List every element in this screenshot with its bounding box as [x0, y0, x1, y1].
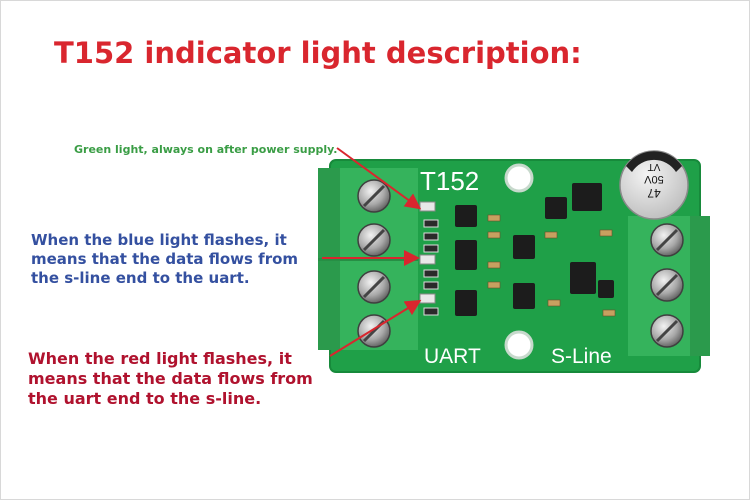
capacitor-voltage: 50V: [644, 173, 664, 185]
s-line-port-label: S-Line: [551, 345, 612, 368]
red-led-arrow: [329, 299, 422, 357]
pcb-board: [330, 160, 700, 372]
s-line-terminal-block: [628, 216, 710, 356]
page-title: T152 indicator light description:: [54, 36, 582, 70]
red-light-note: When the red light flashes, it means tha…: [28, 349, 313, 408]
green-led: [419, 201, 436, 212]
led-indicators: [419, 201, 436, 304]
small-components: [487, 214, 616, 317]
blue-led: [419, 254, 436, 265]
uart-port-label: UART: [424, 345, 481, 368]
capacitor-value: 47: [647, 186, 661, 200]
green-led-arrow: [336, 147, 422, 210]
mounting-hole-bottom: [504, 330, 534, 360]
electrolytic-capacitor: 47 50V VT: [619, 150, 689, 220]
capacitor-code: VT: [648, 161, 661, 172]
mounting-hole-top: [504, 163, 534, 193]
smd-chips: [455, 183, 614, 316]
red-led: [419, 293, 436, 304]
smd-resistors: [423, 219, 439, 316]
green-light-note: Green light, always on after power suppl…: [74, 143, 338, 156]
board-model-label: T152: [420, 166, 479, 196]
blue-light-note: When the blue light flashes, it means th…: [31, 231, 299, 287]
